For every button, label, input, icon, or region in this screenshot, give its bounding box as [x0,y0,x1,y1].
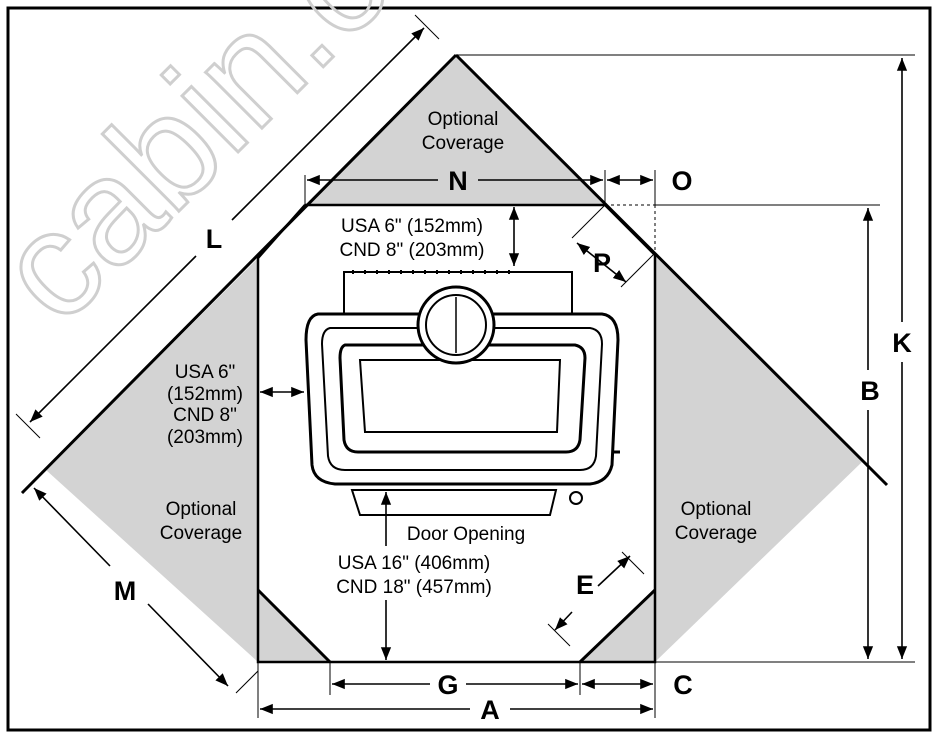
wall-left [20,53,458,495]
dimension-k-label: K [892,328,912,358]
dimension-a-label: A [480,695,500,725]
side-clearance-cnd: CND 8" [173,405,237,426]
dimension-l-label: L [206,224,223,254]
front-clearance-cnd: CND 18" (457mm) [336,577,492,598]
dimension-n-label: N [448,166,468,196]
rear-clearance-usa: USA 6" (152mm) [341,216,483,237]
rear-clearance-cnd: CND 8" (203mm) [339,240,484,261]
optional-coverage-right [580,255,862,662]
dimension-b-label: B [860,376,880,406]
wall-right [454,53,889,487]
side-clearance-mm1: (152mm) [167,384,243,405]
front-clearance-usa: USA 16" (406mm) [338,553,490,574]
dimension-o-label: O [671,166,692,196]
stove-illustration [304,270,620,516]
outer-frame [6,6,932,732]
optional-left-line1: Optional [166,499,237,520]
dimension-g-label: G [437,670,458,700]
door-opening-label: Door Opening [407,524,525,545]
optional-coverage-top [305,55,605,205]
optional-left-line2: Coverage [160,523,242,544]
optional-right-line1: Optional [681,499,752,520]
optional-top-line2: Coverage [422,133,504,154]
dimension-m-label: M [114,576,137,606]
side-clearance-mm2: (203mm) [167,427,243,448]
optional-top-line1: Optional [428,109,499,130]
dimension-c-label: C [673,670,693,700]
side-clearance-usa: USA 6" [175,362,236,383]
optional-right-line2: Coverage [675,523,757,544]
optional-coverage-left [46,258,330,662]
dimension-p-label: P [593,248,611,278]
dimension-e-label: E [576,570,594,600]
